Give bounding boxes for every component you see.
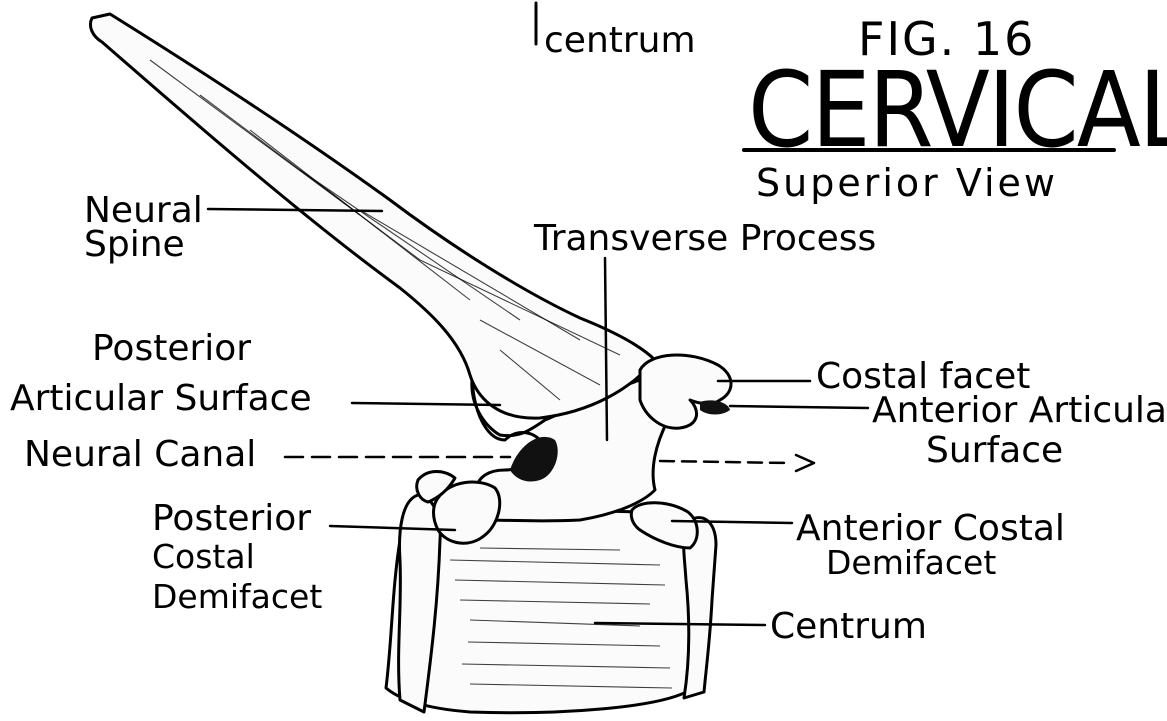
neural-canal-label: Neural Canal: [24, 434, 256, 475]
posterior-costal-label-2: Costal: [152, 537, 255, 576]
posterior-costal-label-1: Posterior: [152, 498, 311, 539]
centrum-label: Centrum: [770, 606, 927, 647]
posterior-articular-leader: [352, 403, 500, 405]
figure-view: Superior View: [756, 161, 1058, 205]
posterior-articular-label-1: Posterior: [92, 328, 251, 369]
neural-spine-label-2: Spine: [84, 224, 185, 265]
costal-facet-process: [640, 355, 731, 428]
anterior-costal-label-2: Demifacet: [826, 543, 996, 582]
posterior-costal-label-3: Demifacet: [152, 577, 322, 616]
stray-centrum-note: centrum: [536, 3, 696, 61]
anterior-articular-leader: [730, 406, 868, 408]
stray-centrum-label: centrum: [544, 20, 696, 61]
neural-canal-leader-2: [660, 461, 790, 463]
transverse-process-label: Transverse Process: [533, 218, 876, 259]
label-neural-canal: Neural Canal: [24, 434, 814, 475]
neural-canal-arrow: [796, 455, 814, 471]
anterior-articular-label-2: Surface: [926, 430, 1063, 471]
label-posterior-articular-surface: Posterior Articular Surface: [10, 328, 500, 419]
figure-title: CERVICAL: [748, 49, 1167, 171]
posterior-articular-label-2: Articular Surface: [10, 378, 312, 419]
label-anterior-costal-demifacet: Anterior Costal Demifacet: [672, 508, 1065, 582]
title-block: FIG. 16 CERVICAL Superior View: [744, 12, 1167, 205]
anterior-articular-notch: [700, 400, 730, 414]
anterior-articular-label-1: Anterior Articular: [872, 390, 1167, 431]
label-anterior-articular-surface: Anterior Articular Surface: [730, 390, 1167, 471]
